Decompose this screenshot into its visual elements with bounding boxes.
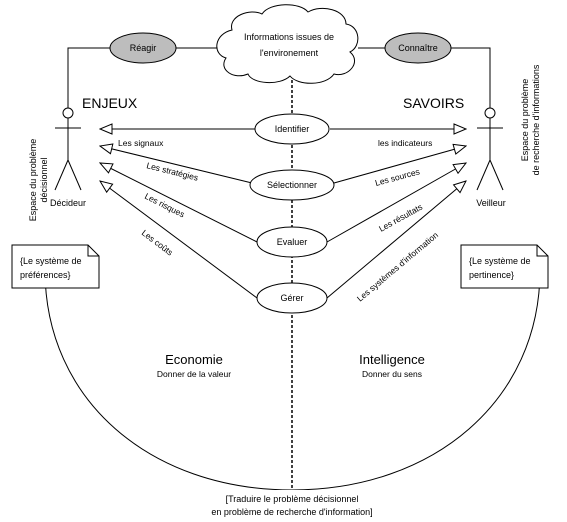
edge-label-left: Les signaux [118,138,164,148]
edge-selectionner-left [100,146,253,184]
svg-text:de recherche d'informations: de recherche d'informations [531,64,541,175]
usecase-selectionner: Sélectionner [249,169,335,201]
edge-gerer-left [100,181,258,299]
savoirs-label: SAVOIRS [403,95,464,111]
decideur-label: Décideur [50,198,86,208]
edge-label-right: Les systèmes d'information [355,230,440,304]
edge-label-left: Les coûts [140,228,175,258]
usecase-evaluer: Evaluer [256,226,328,258]
edge-evaluer-left [100,163,258,243]
left-space-label: Espace du problème décisionnel [28,139,49,222]
svg-text:décisionnel: décisionnel [39,157,49,202]
cloud-line-1: Informations issues de [244,32,334,42]
edge-label-right: les indicateurs [378,138,432,148]
right-space-label: Espace du problème de recherche d'inform… [520,64,541,175]
edge-selectionner-right [333,146,466,184]
cloud-line-2: l'environement [260,48,319,58]
bottom-caption-line-2: en problème de recherche d'information] [211,507,372,517]
svg-text:Espace du problème: Espace du problème [520,79,530,162]
edge-label-right: Les résultats [377,202,424,234]
action-label: Sélectionner [267,180,317,190]
edge-gerer-right [326,181,466,299]
action-label: Evaluer [277,237,308,247]
reagir-label: Réagir [130,43,157,53]
bottom-caption-line-1: [Traduire le problème décisionnel [226,494,359,504]
left-note-line-1: {Le système de [20,256,82,266]
left-note-line-2: préférences} [20,270,71,280]
environment-cloud: Informations issues de l'environement [216,4,359,84]
intelligence-title: Intelligence [359,352,425,367]
economie-subtitle: Donner de la valeur [157,369,231,379]
action-label: Identifier [275,124,310,134]
connaitre-to-veilleur-line [450,47,491,108]
decideur-actor [54,107,82,191]
left-note: {Le système de préférences} [11,244,100,289]
veilleur-label: Veilleur [476,198,506,208]
action-label: Gérer [280,293,303,303]
connaitre-label: Connaître [398,43,438,53]
usecase-identifier: Identifier [254,113,330,145]
connaitre-usecase: Connaître [384,32,452,64]
reagir-usecase: Réagir [109,32,177,64]
right-note-line-1: {Le système de [469,256,531,266]
right-note-line-2: pertinence} [469,270,514,280]
decideur-to-reagir-line [67,47,110,108]
economie-title: Economie [165,352,223,367]
usecase-gerer: Gérer [256,282,328,314]
svg-text:Espace du problème: Espace du problème [28,139,38,222]
veilleur-actor [476,107,504,191]
enjeux-label: ENJEUX [82,95,138,111]
right-note: {Le système de pertinence} [460,244,549,289]
edge-evaluer-right [326,163,466,243]
intelligence-subtitle: Donner du sens [362,369,422,379]
